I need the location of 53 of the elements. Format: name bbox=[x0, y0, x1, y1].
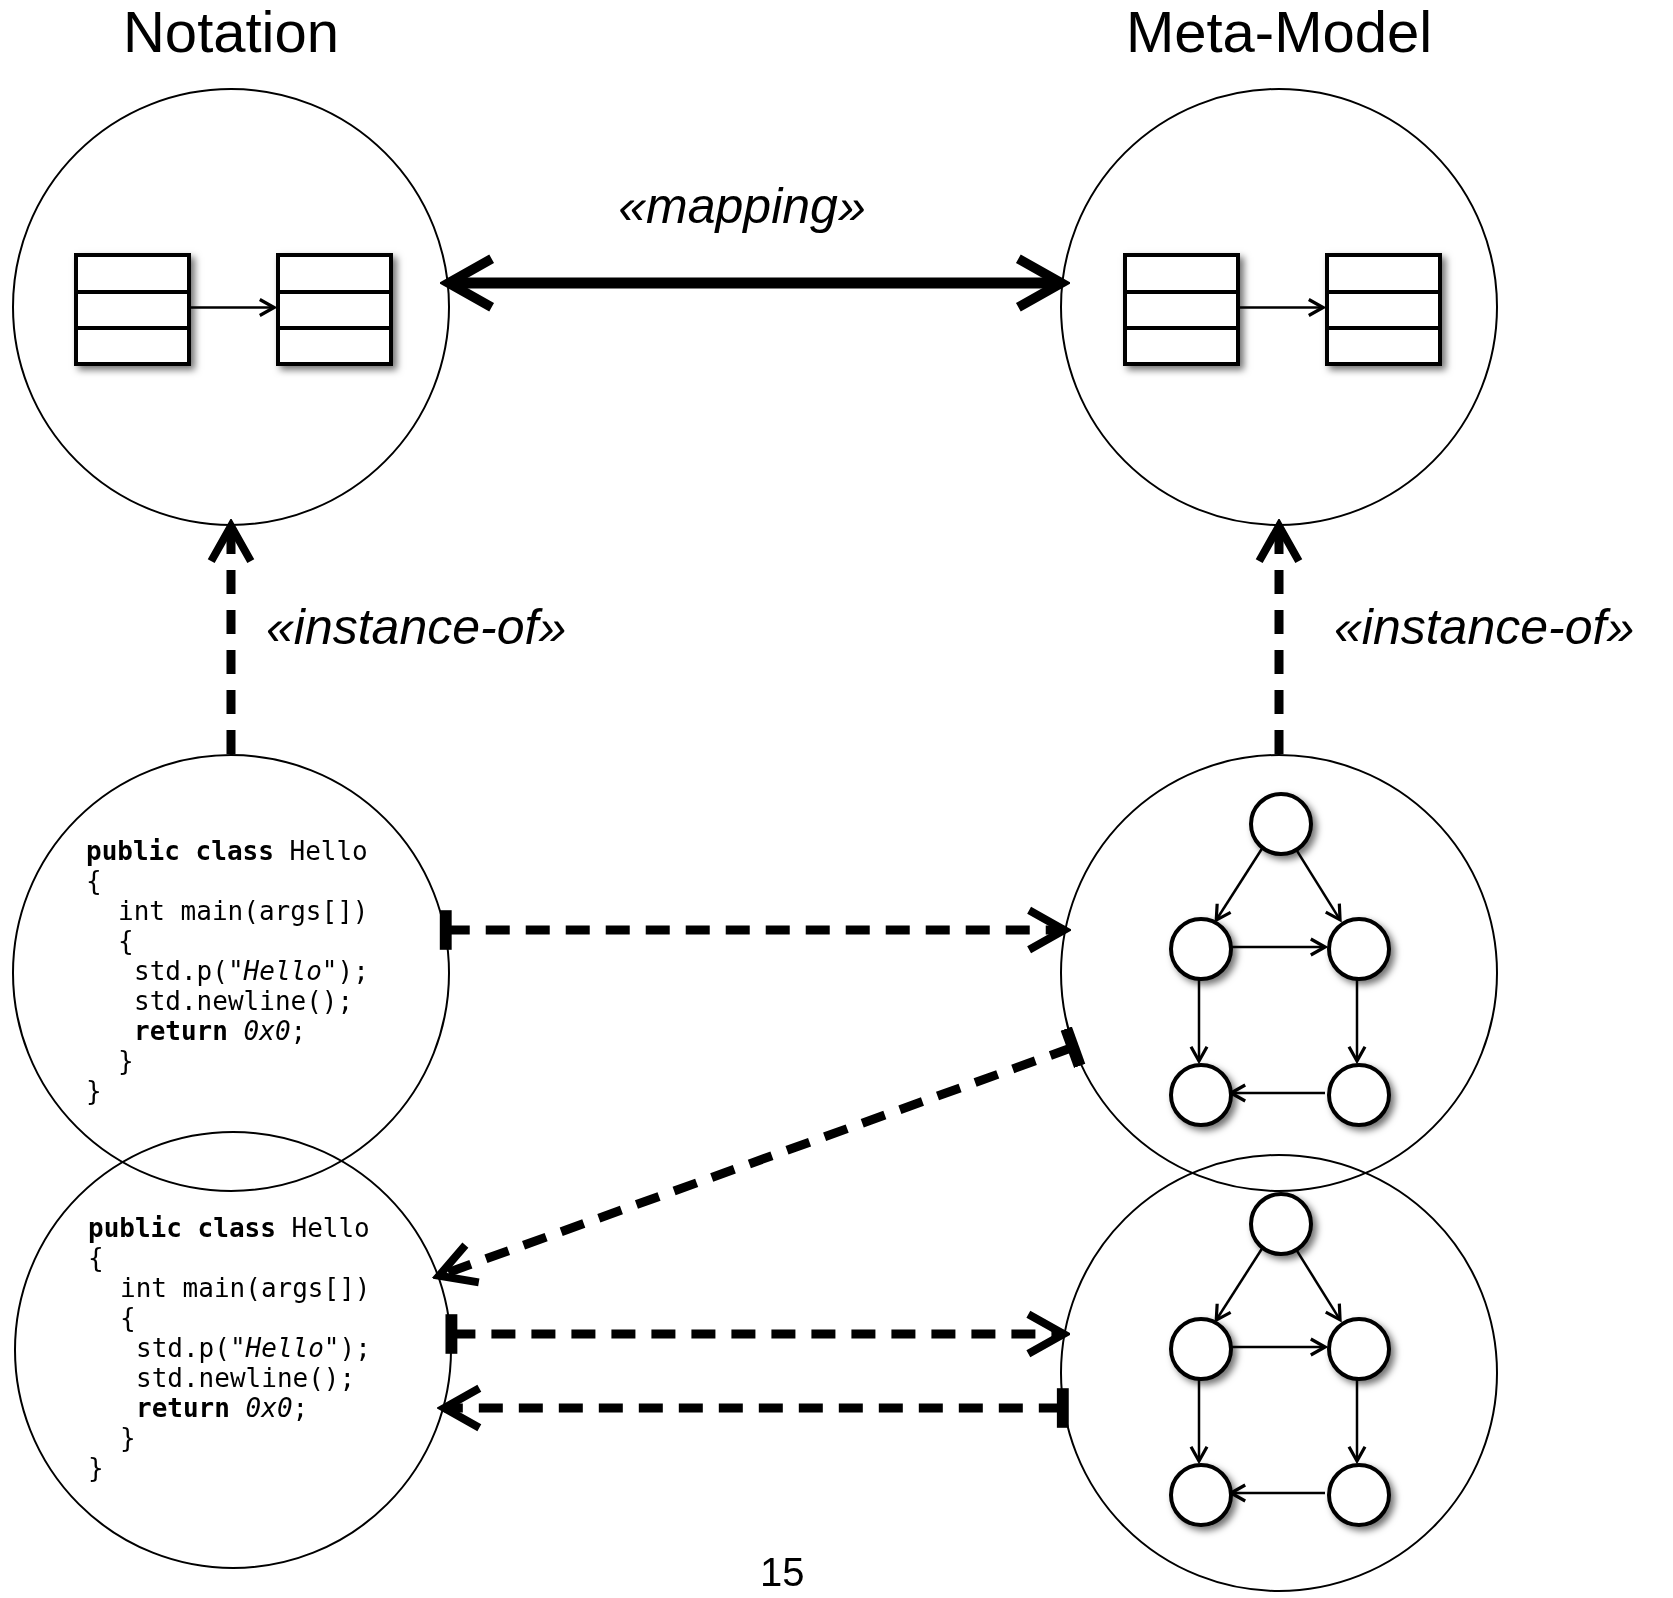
arrow bbox=[1189, 1379, 1209, 1463]
class-box bbox=[1325, 253, 1442, 366]
arrow bbox=[1347, 979, 1367, 1063]
graph-vertex bbox=[1249, 792, 1313, 856]
code-line: { bbox=[120, 1303, 136, 1333]
code-line: } bbox=[120, 1423, 136, 1453]
graph-circle bbox=[1060, 754, 1498, 1192]
code-circle bbox=[12, 754, 450, 1192]
arrow bbox=[1231, 1337, 1327, 1357]
class-box bbox=[1123, 253, 1240, 366]
graph-vertex bbox=[1327, 1463, 1391, 1527]
graph-vertex bbox=[1169, 1463, 1233, 1527]
graph-vertex bbox=[1327, 917, 1391, 981]
arrow bbox=[1231, 937, 1327, 957]
code-line: } bbox=[86, 1076, 102, 1106]
arrow bbox=[1214, 1248, 1263, 1322]
arrow bbox=[1347, 1379, 1367, 1463]
arrow bbox=[1189, 979, 1209, 1063]
graph-vertex bbox=[1169, 917, 1233, 981]
code-line: std.p("Hello"); bbox=[136, 1333, 371, 1363]
graph-vertex bbox=[1169, 1317, 1233, 1381]
heading: Notation bbox=[122, 0, 340, 64]
code-line: std.p("Hello"); bbox=[134, 956, 369, 986]
code-line: return 0x0; bbox=[136, 1393, 309, 1423]
graph-vertex bbox=[1327, 1317, 1391, 1381]
code-line: int main(args[]) bbox=[120, 1273, 371, 1303]
code-circle bbox=[14, 1131, 452, 1569]
code-line: } bbox=[118, 1046, 134, 1076]
dashed-arrow bbox=[445, 1308, 1068, 1360]
dashed-arrow bbox=[439, 904, 1069, 956]
dashed-arrow bbox=[440, 1382, 1069, 1434]
code-line: int main(args[]) bbox=[118, 896, 369, 926]
graph-vertex bbox=[1169, 1063, 1233, 1127]
heading: Meta-Model bbox=[1124, 0, 1434, 64]
class-box bbox=[276, 253, 393, 366]
graph-vertex bbox=[1249, 1192, 1313, 1256]
code-line: std.newline(); bbox=[134, 986, 354, 1016]
graph-vertex bbox=[1327, 1063, 1391, 1127]
arrow bbox=[443, 253, 1067, 313]
code-line: std.newline(); bbox=[136, 1363, 356, 1393]
code-line: return 0x0; bbox=[134, 1016, 307, 1046]
code-line: public class Hello bbox=[88, 1213, 370, 1243]
page-number: 15 bbox=[760, 1550, 805, 1595]
dashed-arrow bbox=[207, 522, 255, 754]
class-box bbox=[74, 253, 191, 366]
dashed-arrow bbox=[1255, 522, 1303, 754]
code-line: { bbox=[86, 866, 102, 896]
graph-circle bbox=[1060, 1154, 1498, 1592]
code-line: { bbox=[88, 1243, 104, 1273]
code-line: } bbox=[88, 1453, 104, 1483]
arrow bbox=[1214, 848, 1263, 922]
code-line: public class Hello bbox=[86, 836, 368, 866]
code-line: { bbox=[118, 926, 134, 956]
